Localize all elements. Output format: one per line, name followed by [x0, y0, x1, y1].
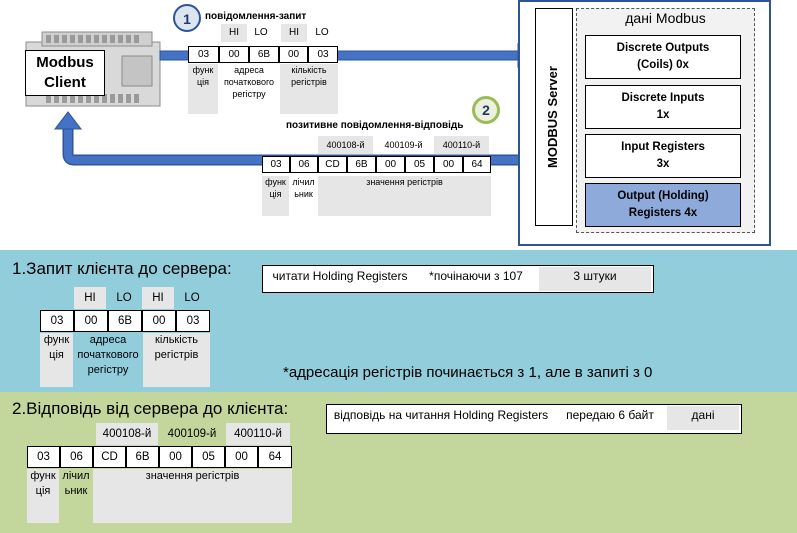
s2-byte-r3-lo: 64: [258, 446, 292, 468]
section1-title: 1.Запит клієнта до сервера:: [12, 259, 232, 278]
resp-byte-r2-lo: 05: [405, 156, 434, 173]
section1-note: *адресація регістрів починається з 1, ал…: [283, 364, 653, 381]
s1-lo1: LO: [116, 292, 132, 304]
s2-reg-header-1: 400108-й: [96, 423, 158, 445]
step1-badge: 1: [173, 4, 201, 32]
req-label-func: функ ція: [188, 64, 218, 114]
req-lo1: LO: [254, 27, 268, 38]
register-discrete-outputs: Discrete Outputs (Coils) 0x: [585, 35, 741, 79]
step2-badge: 2: [472, 96, 500, 124]
section2-summary-bytes: передаю 6 байт: [555, 406, 665, 430]
section2-summary-data: дані: [667, 406, 739, 430]
resp-byte-func: 03: [262, 156, 290, 173]
section2-summary-action: відповідь на читання Holding Registers: [328, 406, 554, 430]
register-holding-registers-label: Output (Holding) Registers 4x: [617, 190, 709, 219]
resp-byte-r1-lo: 6B: [347, 156, 376, 173]
s1-label-count: кількість регістрів: [143, 333, 210, 387]
section2-title: 2.Відповідь від сервера до клієнта:: [12, 399, 289, 418]
req-label-count: кількість регістрів: [280, 64, 338, 114]
step1-title: повідомлення-запит: [205, 11, 307, 22]
s1-byte-addr-lo: 6B: [108, 310, 142, 332]
s2-byte-r1-lo: 6B: [126, 446, 159, 468]
s1-hi1: HI: [74, 287, 106, 309]
register-discrete-outputs-label: Discrete Outputs (Coils) 0x: [616, 42, 710, 71]
modbus-data-title: дані Modbus: [625, 10, 706, 26]
s2-byte-count: 06: [60, 446, 93, 468]
req-byte-addr-lo: 6B: [249, 46, 279, 63]
req-byte-addr-hi: 00: [219, 46, 249, 63]
req-hi1: HI: [221, 24, 247, 42]
resp-label-counter: лічил ьник: [292, 177, 315, 199]
s1-byte-count-lo: 03: [176, 310, 210, 332]
resp-byte-r3-lo: 64: [463, 156, 491, 173]
s1-label-addr: адреса початкового регістру: [77, 334, 139, 376]
resp-reg-header-2: 400109-й: [384, 140, 423, 150]
register-input-registers-label: Input Registers 3x: [621, 141, 705, 170]
client-label-line1: Modbus: [36, 54, 94, 71]
resp-byte-r1-hi: CD: [318, 156, 347, 173]
req-byte-func: 03: [188, 46, 219, 63]
s2-byte-r1-hi: CD: [93, 446, 126, 468]
resp-byte-r2-hi: 00: [376, 156, 405, 173]
section1-summary-action: читати Holding Registers: [265, 267, 415, 291]
resp-label-func: функ ція: [262, 176, 289, 216]
resp-byte-r3-hi: 00: [434, 156, 463, 173]
register-discrete-inputs-label: Discrete Inputs 1x: [621, 92, 705, 121]
register-input-registers: Input Registers 3x: [585, 134, 741, 178]
s1-hi2: HI: [142, 287, 174, 309]
resp-byte-count: 06: [290, 156, 318, 173]
s2-label-func: функ ція: [27, 469, 59, 523]
s1-byte-count-hi: 00: [142, 310, 176, 332]
req-label-addr: адреса початкового регістру: [223, 65, 275, 99]
flow-arrows: [53, 43, 537, 166]
client-label-line2: Client: [44, 74, 86, 91]
section1-summary-start: *почінаючи з 107: [416, 267, 536, 291]
s1-byte-func: 03: [40, 310, 74, 332]
s2-byte-r2-hi: 00: [159, 446, 192, 468]
step2-title: позитивне повідомлення-відповідь: [286, 120, 464, 131]
s2-byte-r2-lo: 05: [192, 446, 225, 468]
modbus-client-label: Modbus Client: [25, 50, 105, 96]
s2-label-counter: лічил ьник: [62, 470, 90, 497]
s2-reg-header-2: 400109-й: [167, 428, 217, 440]
modbus-server-title: MODBUS Server: [545, 66, 560, 168]
resp-label-values: значення регістрів: [318, 176, 491, 216]
s1-byte-addr-hi: 00: [74, 310, 108, 332]
s2-reg-header-3: 400110-й: [226, 423, 290, 445]
s2-byte-func: 03: [27, 446, 60, 468]
s1-lo2: LO: [184, 292, 200, 304]
register-discrete-inputs: Discrete Inputs 1x: [585, 85, 741, 129]
req-hi2: HI: [281, 24, 307, 42]
register-holding-registers: Output (Holding) Registers 4x: [585, 183, 741, 227]
response-arrow-head: [53, 111, 83, 130]
resp-reg-header-3: 400110-й: [434, 136, 489, 154]
section1-summary-count: 3 штуки: [539, 267, 651, 291]
s2-byte-r3-hi: 00: [225, 446, 258, 468]
req-byte-count-lo: 03: [308, 46, 338, 63]
s1-label-func: функ ція: [40, 333, 73, 387]
req-lo2: LO: [315, 27, 329, 38]
modbus-server-label-box: [535, 8, 573, 226]
resp-reg-header-1: 400108-й: [318, 136, 373, 154]
s2-label-values: значення регістрів: [93, 469, 292, 523]
req-byte-count-hi: 00: [279, 46, 308, 63]
